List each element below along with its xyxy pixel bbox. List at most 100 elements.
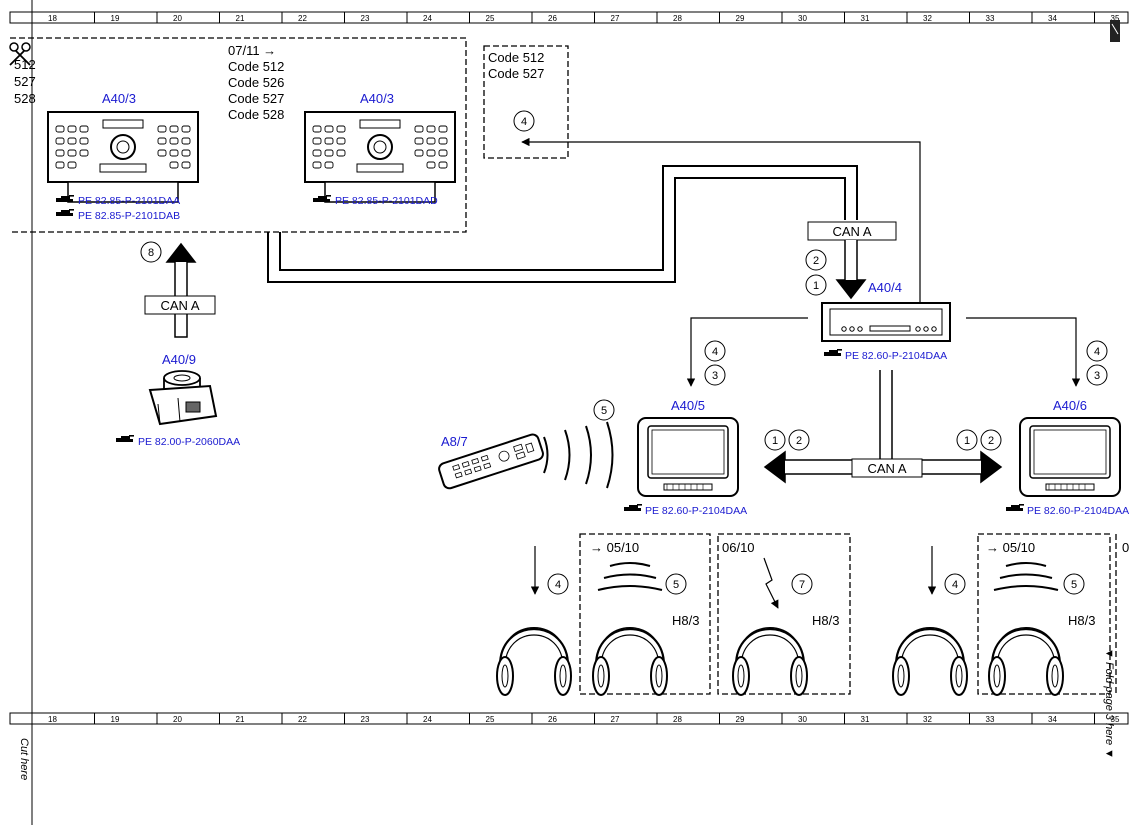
- ruler-number: 21: [236, 715, 245, 724]
- pointing-hand-icon: [824, 349, 842, 356]
- h8-3-label-b: H8/3: [812, 613, 839, 628]
- ir-waves-hp5: [993, 562, 1059, 591]
- ruler-number: 24: [423, 14, 432, 23]
- circle-2-mid: 2: [805, 249, 827, 271]
- ruler-number: 25: [486, 715, 495, 724]
- ruler-number: 22: [298, 14, 307, 23]
- code-528: Code 528: [228, 107, 284, 122]
- code-box-right: [483, 45, 569, 159]
- ref-a40-5: PE 82.60-P-2104DAA: [645, 505, 747, 517]
- date-hp5: → 05/10: [986, 540, 1035, 555]
- a8-7-label: A8/7: [441, 434, 468, 449]
- cut-here-label: Cut here: [18, 738, 30, 780]
- headphone-2: [591, 626, 669, 697]
- ref-right: PE 82.85-P-2101DAD: [335, 195, 438, 207]
- dvd-player-a40-4: [821, 302, 951, 342]
- ruler-number: 31: [861, 715, 870, 724]
- circle-1-b: 1: [956, 429, 978, 451]
- ruler-number: 28: [673, 715, 682, 724]
- ref-left-2: PE 82.85-P-2101DAB: [78, 210, 180, 222]
- circle-7-hp3: 7: [791, 573, 813, 595]
- remote-control-a8-7: [438, 433, 544, 490]
- code-527: Code 527: [228, 91, 284, 106]
- ruler-number: 31: [861, 14, 870, 23]
- can-a-label-box-left: [144, 295, 216, 315]
- svg-text:5: 5: [673, 579, 679, 591]
- left-code-1: 512: [14, 57, 36, 72]
- ruler-number: 29: [736, 715, 745, 724]
- ruler-number: 22: [298, 715, 307, 724]
- circle-4-hp1: 4: [547, 573, 569, 595]
- headphone-3: [731, 626, 809, 697]
- can-a-label-bottom: CAN A: [867, 461, 906, 476]
- a40-9-label: A40/9: [162, 352, 196, 367]
- ruler-number: 19: [111, 715, 120, 724]
- controller-a40-9: [148, 370, 218, 426]
- svg-text:2: 2: [813, 255, 819, 267]
- code-box-line-1: Code 512: [488, 50, 544, 65]
- can-a-label-top: CAN A: [832, 224, 871, 239]
- ruler-number: 24: [423, 715, 432, 724]
- ruler-number: 35: [1111, 715, 1120, 724]
- ruler-number: 30: [798, 14, 807, 23]
- ruler-number: 25: [486, 14, 495, 23]
- circle-2-a: 2: [788, 429, 810, 451]
- circle-4-hp4: 4: [944, 573, 966, 595]
- svg-text:8: 8: [148, 247, 154, 259]
- ref-a40-4: PE 82.60-P-2104DAA: [845, 350, 947, 362]
- signal-to-code-box: [521, 137, 921, 302]
- ruler-number: 19: [111, 14, 120, 23]
- can-a-label-left: CAN A: [160, 298, 199, 313]
- ruler-number: 34: [1048, 715, 1057, 724]
- svg-text:1: 1: [772, 435, 778, 447]
- ruler-number: 32: [923, 715, 932, 724]
- svg-text:2: 2: [988, 435, 994, 447]
- h8-3-label-a: H8/3: [672, 613, 699, 628]
- ruler-number: 23: [361, 14, 370, 23]
- circle-8: 8: [140, 241, 162, 263]
- can-bus-to-head-unit: [267, 177, 846, 283]
- circle-4-left: 4: [704, 340, 726, 362]
- a40-6-label: A40/6: [1053, 398, 1087, 413]
- signal-to-a40-5: [686, 317, 808, 387]
- radio-signal-hp3: [763, 557, 779, 609]
- ruler-number: 30: [798, 715, 807, 724]
- circle-4-top: 4: [513, 110, 535, 132]
- svg-text:4: 4: [712, 346, 718, 358]
- date-hp3: 06/10: [722, 540, 755, 555]
- headphone-2-box: [579, 533, 711, 695]
- date-hp2: → 05/10: [590, 540, 639, 555]
- ruler-number: 26: [548, 715, 557, 724]
- code-526: Code 526: [228, 75, 284, 90]
- pointing-hand-icon: [56, 209, 74, 216]
- svg-text:3: 3: [1094, 370, 1100, 382]
- svg-text:4: 4: [555, 579, 561, 591]
- can-bus-to-head-unit-inner: [279, 165, 858, 271]
- a40-3-right-label: A40/3: [360, 91, 394, 106]
- ruler-number: 34: [1048, 14, 1057, 23]
- left-code-2: 527: [14, 74, 36, 89]
- h8-3-label-c: H8/3: [1068, 613, 1095, 628]
- a40-3-left-label: A40/3: [102, 91, 136, 106]
- headphone-3-box: [717, 533, 851, 695]
- ir-signal-waves: [543, 421, 614, 489]
- circle-3-left: 3: [704, 364, 726, 386]
- ruler-number: 29: [736, 14, 745, 23]
- svg-text:5: 5: [601, 405, 607, 417]
- headphone-1: [495, 626, 573, 697]
- circle-5-hp2: 5: [665, 573, 687, 595]
- ref-left-1: PE 82.85-P-2101DAA: [78, 195, 180, 207]
- ruler-number: 18: [48, 14, 57, 23]
- ruler-number: 35: [1111, 14, 1120, 23]
- svg-text:4: 4: [952, 579, 958, 591]
- pointing-hand-icon: [116, 435, 134, 442]
- head-unit-dashed-box: [10, 37, 467, 233]
- monitor-a40-6: [1019, 417, 1121, 497]
- fold-here-label: ▼ Fold page 3 here ▼: [1103, 648, 1115, 759]
- svg-text:3: 3: [712, 370, 718, 382]
- ruler-number: 26: [548, 14, 557, 23]
- svg-text:4: 4: [521, 116, 527, 128]
- ruler-number: 18: [48, 715, 57, 724]
